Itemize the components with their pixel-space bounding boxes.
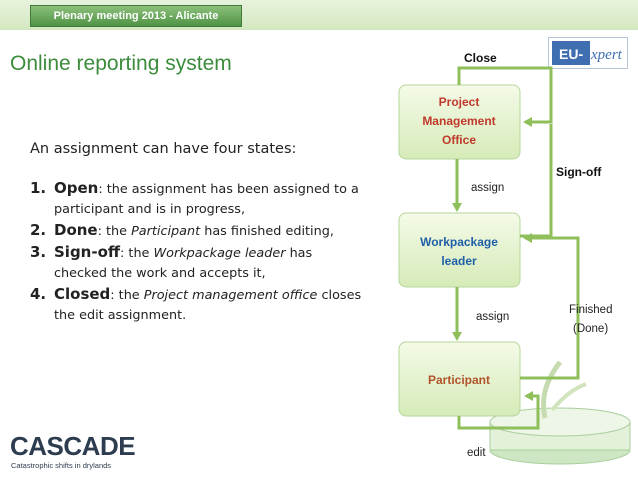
state-item: 2. Done: the Participant has finished edi… [12, 220, 367, 242]
state-desc-text: : the assignment has been assigned to a … [54, 182, 359, 217]
state-number: 3. [30, 243, 47, 261]
logo-xpert-text: xpert [590, 47, 623, 63]
close-label: Close [464, 51, 497, 65]
pmo-label-line1: Project [439, 95, 480, 109]
state-role-text: Participant [131, 224, 201, 239]
state-desc-text: has checked the work and accepts it, [54, 246, 313, 281]
slide-title: Online reporting system [10, 52, 232, 75]
wpl-label-line1: Workpackage [420, 235, 498, 249]
cascade-logo: CASCADE [10, 431, 136, 461]
state-number: 2. [30, 221, 47, 239]
meeting-label: Plenary meeting 2013 - Alicante [30, 5, 242, 27]
logo-eu-text: EU- [559, 46, 583, 62]
state-desc-text: : the [110, 288, 144, 303]
state-item: 1. Open: the assignment has been assigned… [12, 178, 367, 220]
state-desc-text: : the [120, 246, 154, 261]
finished-arrow [520, 233, 580, 380]
signoff-label: Sign-off [556, 165, 602, 179]
wpl-box [398, 212, 521, 288]
assign-label-2: assign [476, 311, 509, 323]
states-list: 1. Open: the assignment has been assigned… [12, 178, 367, 326]
signoff-arrow [520, 124, 553, 238]
eu-xpert-logo: EU- xpert [548, 37, 628, 69]
state-role-text: Workpackage leader [153, 246, 286, 261]
eu-xpert-logo-graphic: EU- xpert [552, 41, 623, 65]
pmo-label-line2: Management [422, 114, 495, 128]
edit-label: edit [467, 447, 486, 459]
state-item: 3. Sign-off: the Workpackage leader has c… [12, 242, 367, 284]
close-loop-arrow [457, 66, 553, 127]
intro-text: An assignment can have four states: [30, 141, 297, 157]
state-desc-text: has finished editing, [200, 224, 334, 239]
wpl-label-line2: leader [441, 254, 477, 268]
state-name: Open [54, 179, 99, 197]
edit-loop-arrow [457, 391, 540, 430]
state-name: Sign-off [54, 243, 121, 261]
done-label: (Done) [573, 323, 608, 335]
participant-label: Participant [428, 373, 490, 387]
state-name: Done [54, 221, 98, 239]
state-name: Closed [54, 285, 111, 303]
logo-flag [552, 41, 590, 65]
state-number: 4. [30, 285, 47, 303]
finished-label: Finished [569, 304, 612, 316]
cascade-tagline: Catastrophic shifts in drylands [11, 461, 112, 470]
state-number: 1. [30, 179, 47, 197]
state-role-text: Project management office [143, 288, 318, 303]
state-desc-text: closes the edit assignment. [54, 288, 362, 323]
state-desc-text: : the [97, 224, 132, 239]
state-item: 4.Closed: the Project management office … [12, 284, 367, 326]
pmo-label-line3: Office [442, 133, 476, 147]
assign-label-1: assign [471, 182, 504, 194]
